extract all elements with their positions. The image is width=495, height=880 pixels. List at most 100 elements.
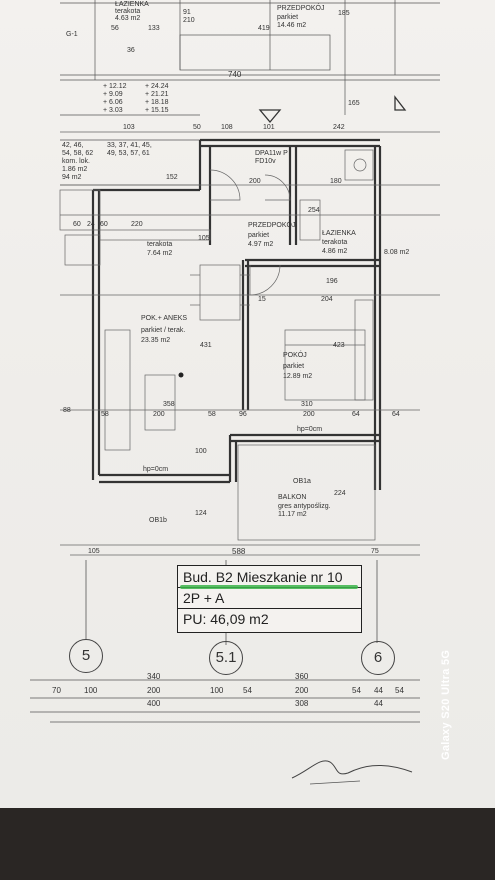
bottom-dim-54c: 54 [395,686,404,695]
dim-254: 254 [308,207,320,214]
dim-358: 358 [163,401,175,408]
room-name-bathroom-top: ŁAZIENKA [115,1,149,8]
bottom-dim-44: 44 [374,686,383,695]
series-d: 49, 53, 57, 61 [107,150,150,157]
bottom-dim-54b: 54 [352,686,361,695]
room-floor-hall-top: parkiet [277,14,299,21]
level-left-1: + 12.12 [103,83,127,90]
level-right-3: + 18.18 [145,99,169,106]
room-area-hall-top: 14.46 m2 [277,22,307,29]
room-floor-bathroom: terakota [322,239,348,246]
apartment-title-box: Bud. B2 Mieszkanie nr 10 2P + A PU: 46,0… [177,565,362,633]
dim-75: 75 [371,548,379,555]
room-floor-balcony: gres antypoślizg. [278,503,331,510]
door-label-2: FD10v [255,158,276,165]
dim-152: 152 [166,174,178,181]
room-floor-bedroom: parkiet [283,363,305,370]
level-right-4: + 15.15 [145,107,169,114]
dim-58a: 58 [101,411,109,418]
dim-64a: 64 [352,411,360,418]
room-name-hall: PRZEDPOKÓJ [248,222,296,229]
series-c: 33, 37, 41, 45, [107,142,152,149]
axis-bubble-5: 5 [69,639,103,673]
bottom-dim-100b: 100 [210,686,224,695]
dim-210: 210 [183,17,195,24]
green-highlight-stroke [180,585,358,589]
hp-mark-bottom: hp=0cm [143,466,169,473]
level-left-2: + 9.09 [103,91,123,98]
room-area-living: 23.35 m2 [141,337,171,344]
dim-310: 310 [301,401,313,408]
window-mark-ob1b: OB1b [149,517,167,524]
dim-588: 588 [232,547,246,556]
dim-200-right: 200 [303,411,315,418]
dim-96: 96 [239,411,247,418]
room-floor-living: parkiet / terak. [141,327,186,334]
room-name-balcony: BALKON [278,494,307,501]
series-a: 42, 46, [62,142,84,149]
left-block-line1: kom. lok. [62,158,91,165]
bottom-dim-200a: 200 [147,686,161,695]
left-block-line3: 94 m2 [62,174,82,181]
bottom-dim-400: 400 [147,699,161,708]
dim-101: 101 [263,124,275,131]
dim-185: 185 [338,10,350,17]
dim-423: 423 [333,342,345,349]
level-right-1: + 24.24 [145,83,169,90]
bottom-dim-200b: 200 [295,686,309,695]
title-usable-area: PU: 46,09 m2 [183,611,269,627]
room-area-right-edge: 8.08 m2 [384,249,410,256]
dim-108: 108 [221,124,233,131]
room-area-hall: 4.97 m2 [248,241,274,248]
dim-419: 419 [258,25,270,32]
dim-740: 740 [228,70,242,79]
dim-64b: 64 [392,411,400,418]
dim-204: 204 [321,296,333,303]
dim-58b: 58 [208,411,216,418]
room-name-living: POK.+ ANEKS [141,315,188,322]
floor-plan-drawing [30,0,440,785]
dim-24a: 24 [87,221,95,228]
dim-165: 165 [348,100,360,107]
axis-bubble-6: 6 [361,641,395,675]
dim-105: 105 [198,235,210,242]
dim-36: 36 [127,47,135,54]
dim-133: 133 [148,25,160,32]
window-mark-ob1a: OB1a [293,478,311,485]
dim-224: 224 [334,490,346,497]
hp-mark-top: hp=0cm [297,426,323,433]
dim-242: 242 [333,124,345,131]
dim-105b: 105 [88,548,100,555]
room-floor-hall: parkiet [248,232,270,239]
door-label: DPA11w P [255,150,288,157]
level-right-2: + 21.21 [145,91,169,98]
dim-196: 196 [326,278,338,285]
room-area-bathroom-top: 4.63 m2 [115,15,141,22]
room-name-bedroom: POKÓJ [283,352,307,359]
bottom-dim-70: 70 [52,686,61,695]
dim-60a: 60 [73,221,81,228]
room-name-bathroom: ŁAZIENKA [322,230,356,237]
dim-124: 124 [195,510,207,517]
dim-56: 56 [111,25,119,32]
room-floor-bathroom-top: terakota [115,8,141,15]
room-area-bedroom: 12.89 m2 [283,373,313,380]
kitchen-area: 7.64 m2 [147,250,173,257]
dim-200-mid: 200 [153,411,165,418]
bottom-dim-360: 360 [295,672,309,681]
dim-220: 220 [131,221,143,228]
left-block-line2: 1.86 m2 [62,166,88,173]
level-left-3: + 6.06 [103,99,123,106]
floor-plan-sheet: ŁAZIENKA terakota 4.63 m2 PRZEDPOKÓJ par… [0,0,495,808]
dim-88: 88 [63,407,71,414]
room-area-bathroom: 4.86 m2 [322,248,348,255]
camera-watermark: Galaxy S20 Ultra 5G [440,649,452,760]
level-left-4: + 3.03 [103,107,123,114]
grid-mark-g1: G-1 [66,31,78,38]
dim-100: 100 [195,448,207,455]
title-room-count: 2P + A [178,588,361,609]
dim-103: 103 [123,124,135,131]
dim-15: 15 [258,296,266,303]
dim-60b: 60 [100,221,108,228]
series-b: 54, 58, 62 [62,150,94,157]
